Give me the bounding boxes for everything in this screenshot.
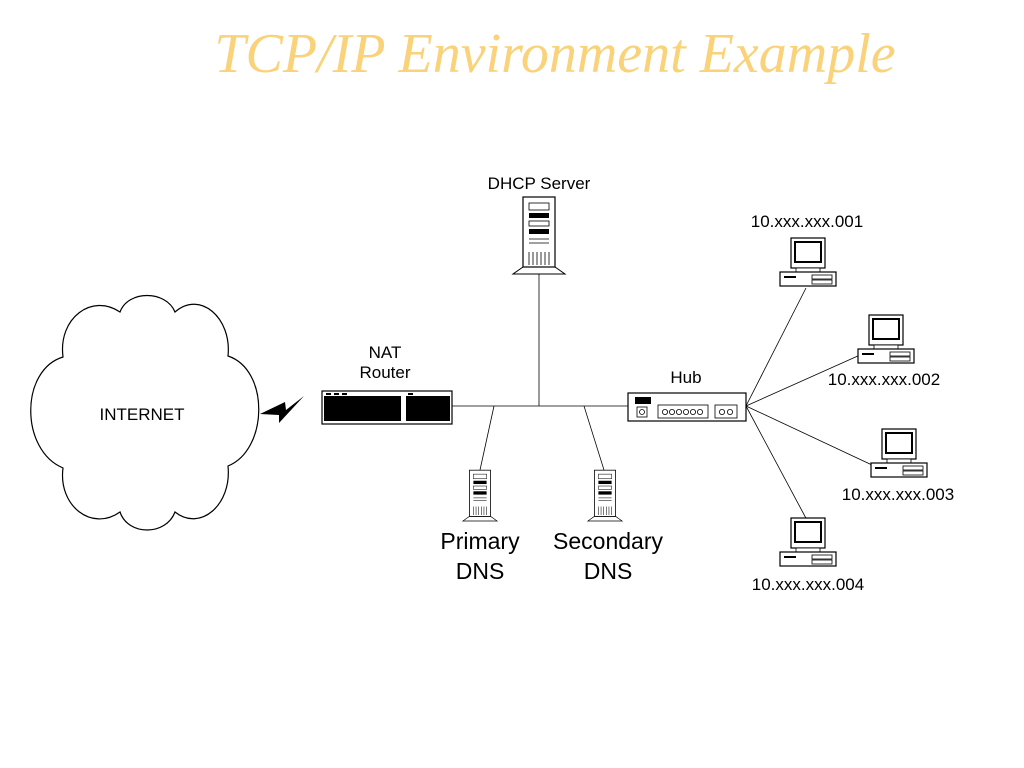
- dhcp-server-label: DHCP Server: [487, 174, 591, 193]
- client-4-ip-label: 10.xxx.xxx.004: [751, 575, 865, 594]
- client-2-ip-label: 10.xxx.xxx.002: [827, 370, 941, 389]
- primary-dns-label-line1: Primary: [440, 528, 520, 554]
- primary-dns-label-line2: DNS: [455, 558, 505, 584]
- client-4-link: [745, 405, 809, 523]
- secondary-dns-server-icon: [587, 469, 623, 522]
- client-1-link: [745, 287, 807, 407]
- router-label-line2: Router: [359, 363, 411, 382]
- lightning-icon: [260, 396, 304, 423]
- primary-dns-server-icon: [462, 469, 498, 522]
- dhcp-server-icon: [512, 196, 566, 275]
- client-3-link: [745, 405, 873, 466]
- cloud-icon: [30, 294, 260, 531]
- client-3-computer-icon: [870, 428, 928, 478]
- secondary-dns-label-line2: DNS: [583, 558, 633, 584]
- hub-label: Hub: [670, 368, 702, 387]
- secondary-dns-link: [583, 405, 605, 471]
- router-label: NAT Router: [330, 343, 440, 383]
- secondary-dns-label: Secondary DNS: [538, 526, 678, 586]
- internet-label: INTERNET: [99, 405, 185, 424]
- secondary-dns-label-line1: Secondary: [553, 528, 663, 554]
- hub-icon: [627, 392, 747, 422]
- client-1-computer-icon: [779, 237, 837, 287]
- client-3-ip-label: 10.xxx.xxx.003: [841, 485, 955, 504]
- client-2-link: [745, 354, 861, 407]
- primary-dns-label: Primary DNS: [420, 526, 540, 586]
- slide-title: TCP/IP Environment Example: [214, 23, 896, 85]
- router-icon: [321, 390, 453, 425]
- router-label-line1: NAT: [368, 343, 402, 362]
- client-2-computer-icon: [857, 314, 915, 364]
- client-1-ip-label: 10.xxx.xxx.001: [750, 212, 864, 231]
- connection-lines: [452, 274, 873, 523]
- primary-dns-link: [479, 405, 495, 471]
- client-4-computer-icon: [779, 517, 837, 567]
